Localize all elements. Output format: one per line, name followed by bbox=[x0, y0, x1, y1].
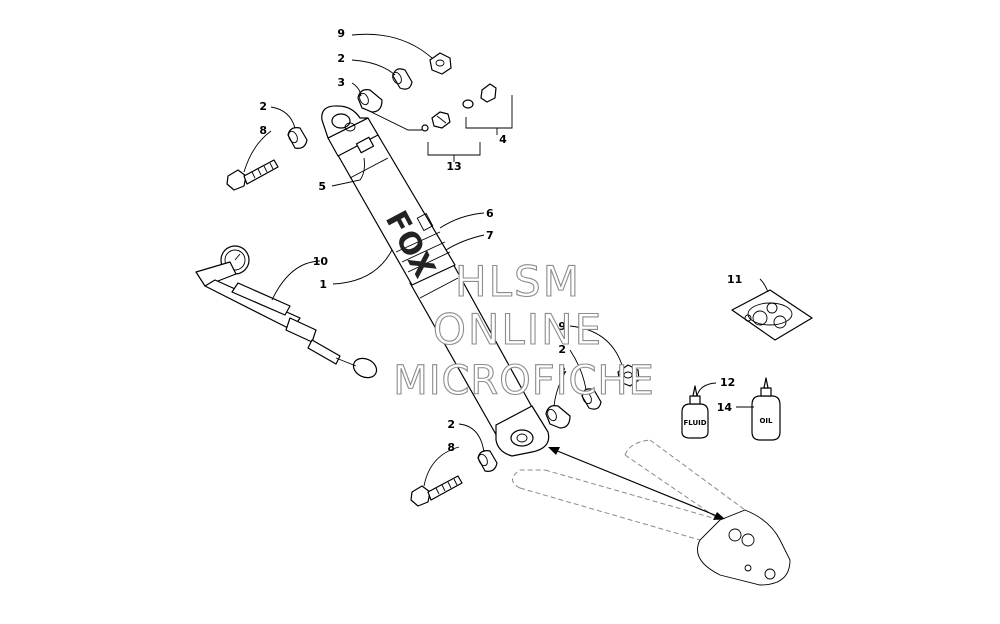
oil-label: OIL bbox=[759, 417, 773, 425]
callout-labels: 9 2 3 2 8 13 4 5 6 7 1 10 11 9 2 3 12 14… bbox=[259, 27, 742, 454]
callout-2-bottom: 2 bbox=[558, 343, 566, 356]
callout-12: 12 bbox=[720, 376, 735, 389]
callout-2-top: 2 bbox=[337, 52, 345, 65]
callout-2-left: 2 bbox=[259, 100, 267, 113]
callout-10: 10 bbox=[313, 255, 329, 268]
callout-1: 1 bbox=[319, 278, 327, 291]
a-arm-reference bbox=[512, 439, 791, 586]
callout-7: 7 bbox=[486, 229, 494, 242]
top-hardware bbox=[226, 52, 497, 191]
callout-3-top: 3 bbox=[337, 76, 345, 89]
callout-3-bottom: 3 bbox=[558, 365, 566, 378]
callout-8-bottom: 8 bbox=[447, 441, 455, 454]
bottom-hardware bbox=[410, 364, 640, 507]
seal-kit bbox=[731, 289, 813, 341]
watermark-line-2: ONLINE bbox=[433, 305, 603, 354]
watermark: HLSM ONLINE MICROFICHE bbox=[393, 256, 655, 404]
callout-5: 5 bbox=[318, 180, 326, 193]
shock-absorber: FOX bbox=[321, 105, 550, 457]
callout-4: 4 bbox=[499, 133, 507, 146]
watermark-line-1: HLSM bbox=[455, 257, 581, 306]
fluid-bottle: FLUID bbox=[681, 385, 709, 439]
callout-9-bottom: 9 bbox=[558, 320, 566, 333]
callout-9-top: 9 bbox=[337, 27, 345, 40]
callout-2-lower-left: 2 bbox=[447, 418, 455, 431]
callout-6: 6 bbox=[486, 207, 494, 220]
callout-13: 13 bbox=[446, 160, 461, 173]
oil-bottle: OIL bbox=[751, 377, 781, 441]
shock-pump-tool bbox=[195, 245, 378, 379]
callout-8-top: 8 bbox=[259, 124, 267, 137]
mounting-arrow bbox=[548, 447, 725, 520]
watermark-line-3: MICROFICHE bbox=[393, 358, 655, 404]
callout-11: 11 bbox=[727, 273, 742, 286]
leader-lines bbox=[243, 33, 769, 487]
fluid-label: FLUID bbox=[683, 419, 706, 427]
callout-14: 14 bbox=[717, 401, 733, 414]
